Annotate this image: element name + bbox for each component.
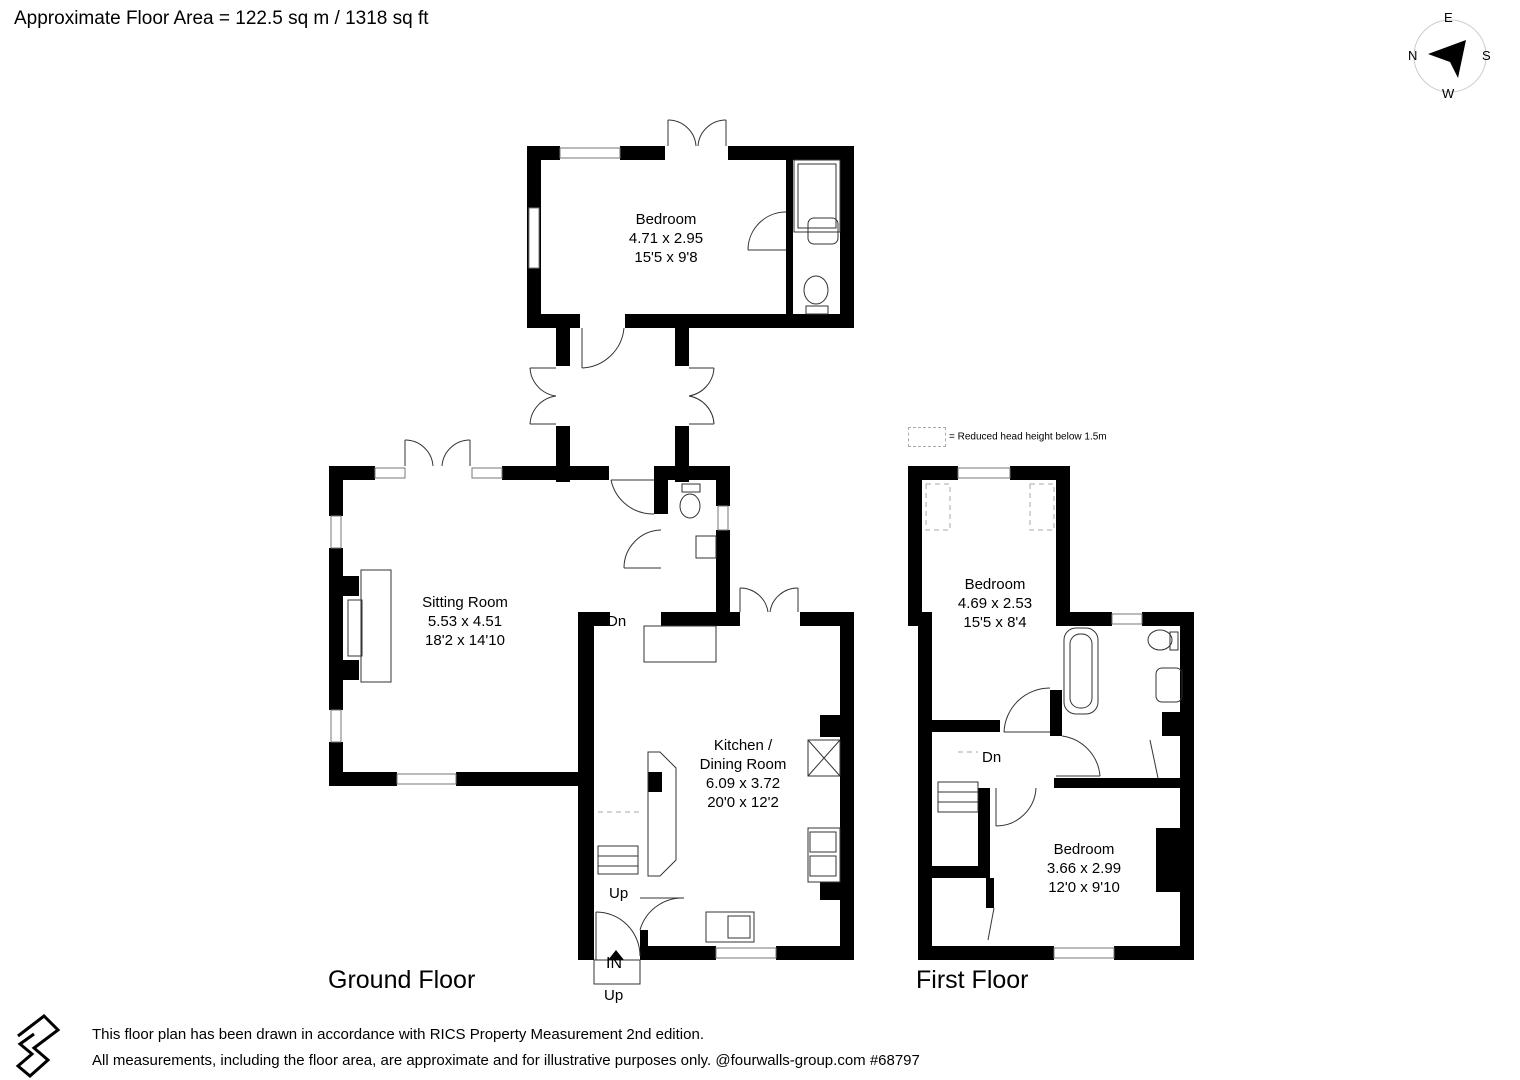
ground-stair-dn: Dn <box>607 613 627 630</box>
first-floor-label: First Floor <box>916 966 1029 994</box>
room-sitting-room: Sitting Room 5.53 x 4.51 18'2 x 14'10 <box>422 594 508 649</box>
legend-text: = Reduced head height below 1.5m <box>949 431 1107 443</box>
compass-south: S <box>1482 48 1491 63</box>
compass-rose-icon <box>1413 19 1487 93</box>
entrance-step-up: Up <box>604 987 624 1004</box>
compass-east: E <box>1444 10 1453 25</box>
first-stair-dn: Dn <box>982 749 1002 766</box>
entrance-label: IN <box>606 955 622 972</box>
head-height-legend: = Reduced head height below 1.5m <box>908 427 1107 447</box>
room-first-bedroom-1: Bedroom 4.69 x 2.53 15'5 x 8'4 <box>957 576 1033 631</box>
footer-note-1: This floor plan has been drawn in accord… <box>92 1026 704 1043</box>
room-kitchen-dining: Kitchen / Dining Room 6.09 x 3.72 20'0 x… <box>699 737 787 811</box>
floor-area-title: Approximate Floor Area = 122.5 sq m / 13… <box>14 8 429 29</box>
brand-logo-icon <box>15 1014 61 1078</box>
compass-north: N <box>1408 48 1418 63</box>
footer-note-2: All measurements, including the floor ar… <box>92 1052 920 1069</box>
ground-stair-up: Up <box>609 885 629 902</box>
dashed-box-icon <box>908 427 946 447</box>
compass-west: W <box>1442 86 1455 101</box>
room-ground-bedroom: Bedroom 4.71 x 2.95 15'5 x 9'8 <box>628 211 704 266</box>
room-first-bedroom-2: Bedroom 3.66 x 2.99 12'0 x 9'10 <box>1046 841 1122 896</box>
ground-floor-label: Ground Floor <box>328 966 476 994</box>
